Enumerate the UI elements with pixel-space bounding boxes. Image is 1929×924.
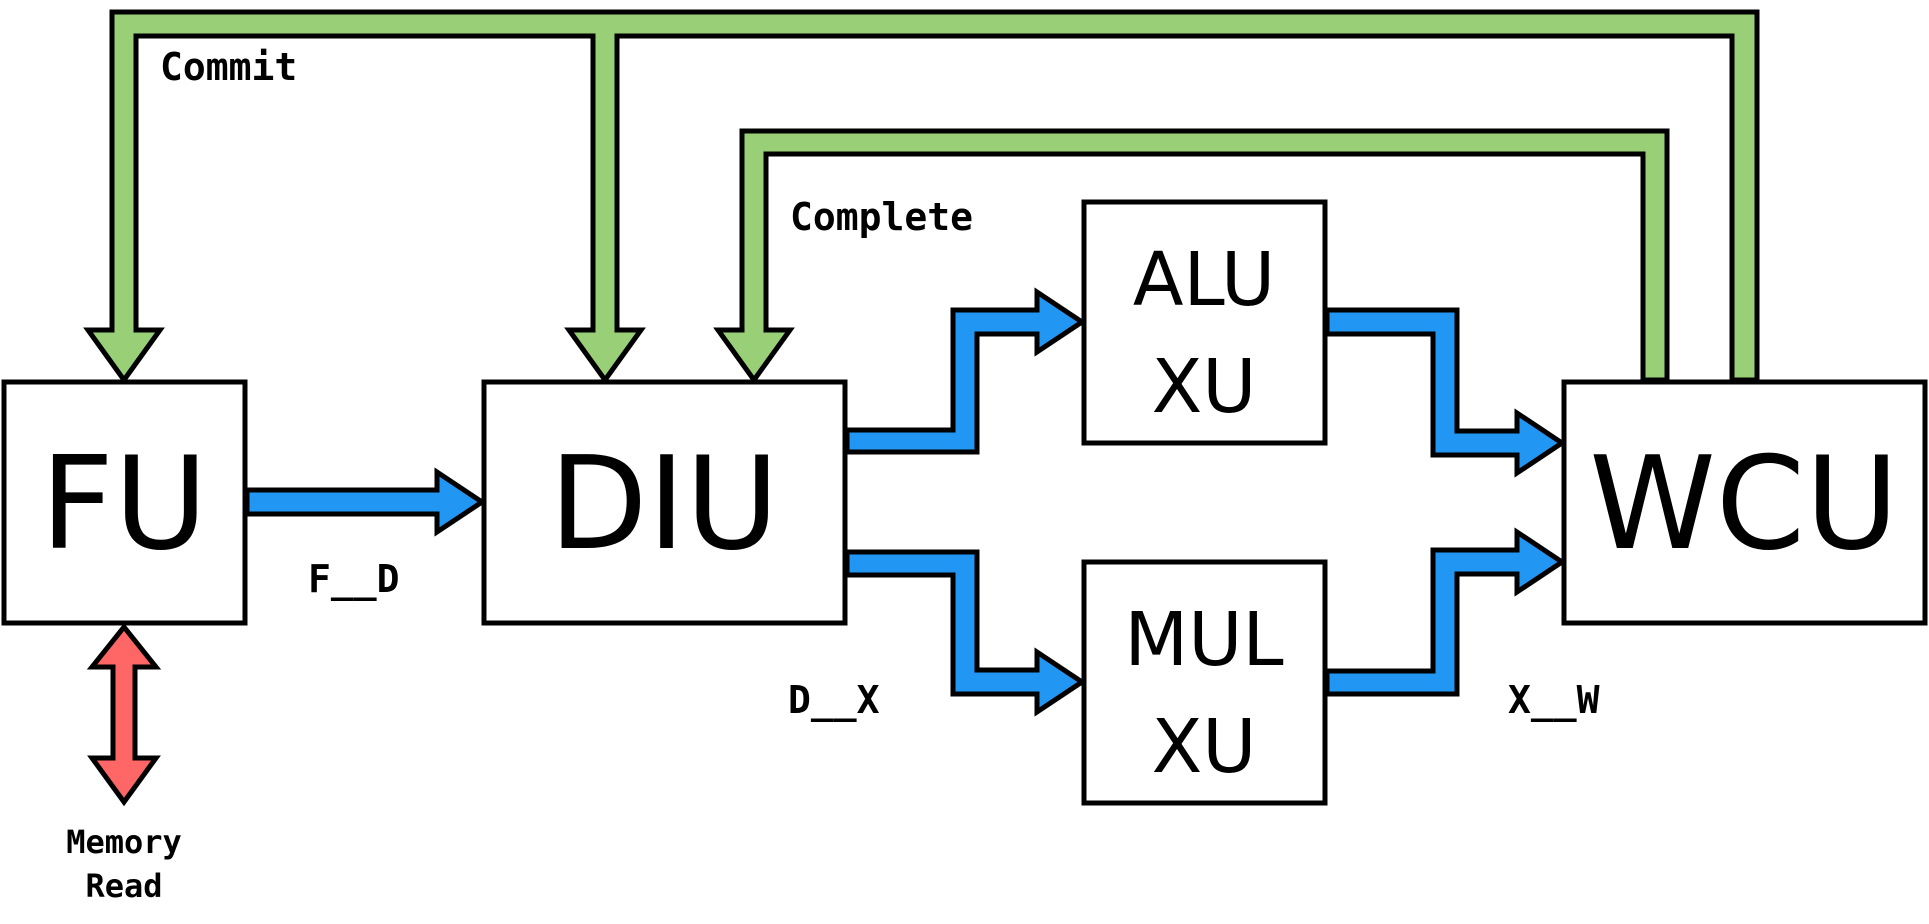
d-x-alu-arrow [844,287,1087,455]
x-w-alu-arrow [1324,307,1567,478]
read-label: Read [85,867,162,905]
x-w-label: X__W [1508,678,1600,722]
alu-xu-block: ALU XU [1081,199,1328,446]
f-d-label: F__D [308,557,400,601]
commit-feedback-arrow [83,9,1760,385]
memory-read-arrow [86,622,162,807]
mul-label: MUL [1124,597,1283,683]
wcu-block: WCU [1561,379,1928,626]
d-x-mul-arrow [844,549,1087,717]
diu-label: DIU [549,430,779,579]
x-w-mul-arrow [1324,527,1567,697]
diu-block: DIU [481,379,848,626]
mul-xu-block: MUL XU [1081,559,1328,806]
alu-label: ALU [1133,237,1275,323]
fu-label: FU [40,430,207,579]
wcu-label: WCU [1589,430,1899,579]
memory-label: Memory [66,823,182,861]
d-x-label: D__X [788,678,880,722]
fu-block: FU [1,379,248,626]
f-d-arrow [244,467,487,537]
commit-label: Commit [160,45,297,89]
alu-xu-label: XU [1152,344,1257,430]
complete-label: Complete [790,195,973,239]
mul-xu-label: XU [1152,704,1257,790]
